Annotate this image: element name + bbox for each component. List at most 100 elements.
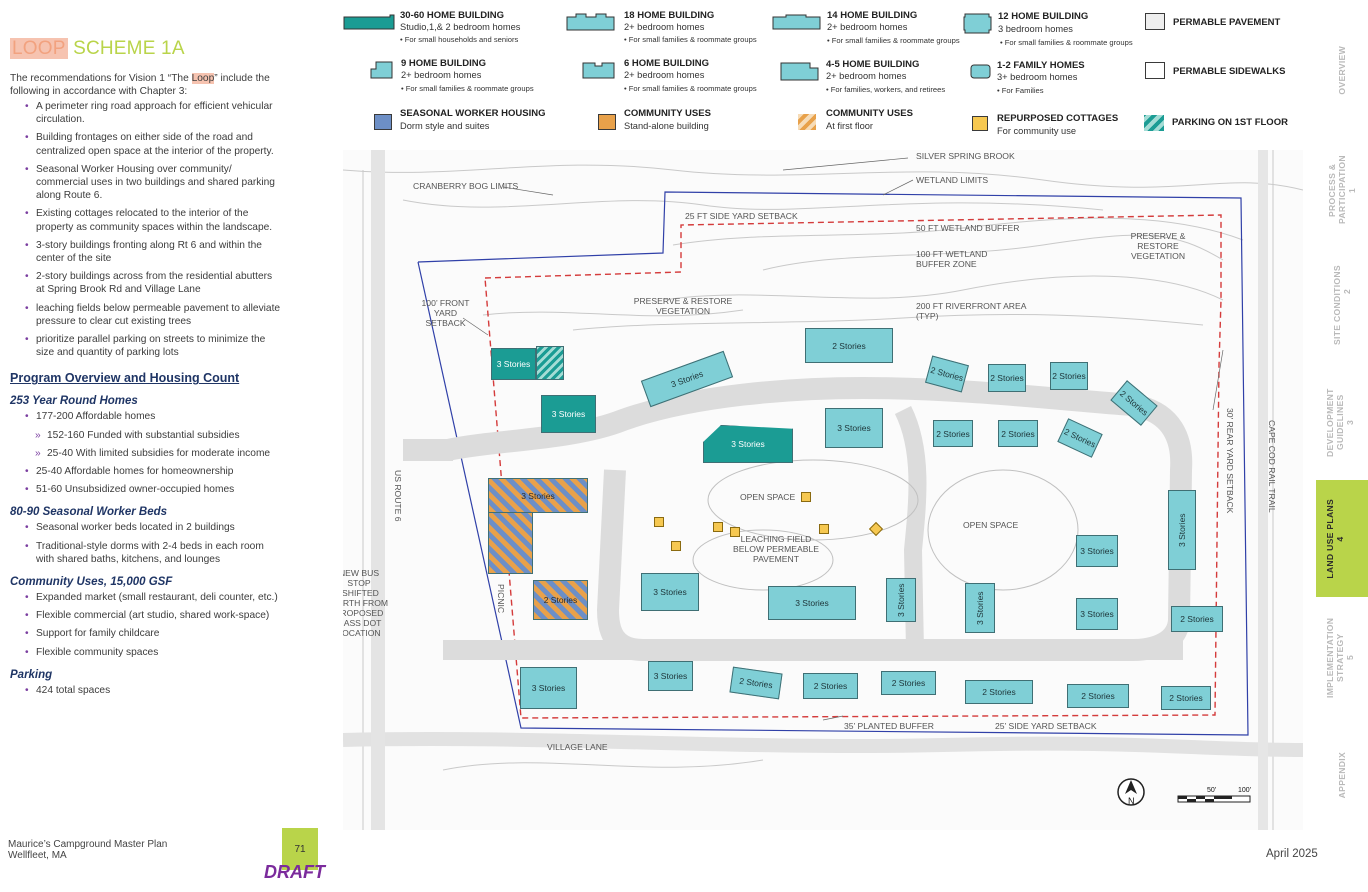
label-silver-spring-brook: SILVER SPRING BROOK <box>916 151 1015 161</box>
year-round-item: 25-40 With limited subsidies for moderat… <box>10 447 282 460</box>
label-leaching-field: LEACHING FIELD BELOW PERMEABLE PAVEMENT <box>733 534 819 564</box>
legend-18-sub: 2+ bedroom homes <box>624 22 705 32</box>
intro-paragraph: The recommendations for Vision 1 “The Lo… <box>10 72 282 98</box>
legend-9-swatch <box>370 61 393 79</box>
label-wetland-limits: WETLAND LIMITS <box>916 175 989 185</box>
legend-1-2-note: • For Families <box>997 86 1044 95</box>
recommendation-item: Existing cottages relocated to the inter… <box>10 207 282 233</box>
legend-12-swatch <box>963 13 992 34</box>
legend-community-first-swatch <box>798 114 816 130</box>
building-3-story-sw: 3 Stories <box>520 667 577 709</box>
legend-14-sub: 2+ bedroom homes <box>827 22 908 32</box>
label-side-setback-top: 25 FT SIDE YARD SETBACK <box>685 211 798 221</box>
tab-overview-label: OVERVIEW <box>1337 45 1347 95</box>
building-2-story-n1: 2 Stories <box>805 328 893 363</box>
label-wetland-100: 100 FT WETLAND BUFFER ZONE <box>916 249 988 269</box>
seasonal-item: Seasonal worker beds located in 2 buildi… <box>10 521 282 534</box>
tab-implementation-label: IMPLEMENTATION STRATEGY <box>1325 617 1345 698</box>
tab-process-label: PROCESS & PARTICIPATION <box>1327 155 1347 225</box>
year-round-item: 51-60 Unsubsidized owner-occupied homes <box>10 483 282 496</box>
legend-4-5-sub: 2+ bedroom homes <box>826 71 907 81</box>
building-3-story-nw: 3 Stories <box>491 348 536 380</box>
building-2-story-n4: 2 Stories <box>1050 362 1088 390</box>
legend-permeable-pavement-title: PERMABLE PAVEMENT <box>1173 17 1281 28</box>
tab-development-num: 3 <box>1345 419 1355 426</box>
recommendation-item: leaching fields below permeable pavement… <box>10 302 282 328</box>
label-rear-setback: 30’ REAR YARD SETBACK <box>1225 408 1235 514</box>
building-seasonal-wing <box>488 512 533 574</box>
legend-18-note: • For small families & roommate groups <box>624 35 757 44</box>
legend-6-title: 6 HOME BUILDING <box>624 58 709 69</box>
tab-site-label: SITE CONDITIONS <box>1332 265 1342 346</box>
label-wetland-buffer: 50 FT WETLAND BUFFER <box>916 223 1020 233</box>
intro-before: The recommendations for Vision 1 “The <box>10 73 192 84</box>
community-item: Expanded market (small restaurant, deli … <box>10 591 282 604</box>
building-2-story-c2: 2 Stories <box>998 420 1038 447</box>
tab-appendix-label: APPENDIX <box>1337 751 1347 799</box>
legend-30-60-note: • For small households and seniors <box>400 35 519 44</box>
scale-bar-icon <box>1177 795 1251 803</box>
building-3-story-s4: 3 Stories <box>965 583 995 633</box>
label-picnic: PICNIC <box>496 584 506 614</box>
recommendation-item: 2-story buildings across from the reside… <box>10 270 282 296</box>
label-bus-stop: NEW BUS STOP (SHIFTED NORTH FROM PROPOSE… <box>343 568 389 638</box>
legend-cottages-title: REPURPOSED COTTAGES <box>997 113 1119 124</box>
legend-community-first-title: COMMUNITY USES <box>826 108 913 119</box>
legend-1-2-title: 1-2 FAMILY HOMES <box>997 60 1085 71</box>
tab-site-num: 2 <box>1342 288 1352 295</box>
recommendation-item: A perimeter ring road approach for effic… <box>10 100 282 126</box>
legend-permeable-pavement-swatch <box>1145 13 1165 30</box>
legend-14-title: 14 HOME BUILDING <box>827 10 918 21</box>
legend-9-sub: 2+ bedroom homes <box>401 70 482 80</box>
legend-18-swatch <box>566 13 615 31</box>
building-3-story-nw-2: 3 Stories <box>541 395 596 433</box>
building-3-story-s5: 3 Stories <box>648 661 693 691</box>
footer-location: Wellfleet, MA <box>8 850 67 861</box>
legend-parking-title: PARKING ON 1ST FLOOR <box>1172 117 1288 128</box>
label-cranberry-bog: CRANBERRY BOG LIMITS <box>413 181 519 191</box>
legend-9-note: • For small families & roommate groups <box>401 84 534 93</box>
building-3-story-c1: 3 Stories <box>825 408 883 448</box>
legend-4-5-note: • For families, workers, and retirees <box>826 85 946 94</box>
legend-6-note: • For small families & roommate groups <box>624 84 757 93</box>
community-item: Flexible commercial (art studio, shared … <box>10 609 282 622</box>
building-3-story-s2: 3 Stories <box>768 586 856 620</box>
community-list: Expanded market (small restaurant, deli … <box>10 591 282 659</box>
legend-community-standalone-swatch <box>598 114 616 130</box>
recommendation-item: Seasonal Worker Housing over community/ … <box>10 163 282 203</box>
tab-appendix[interactable]: APPENDIX <box>1316 735 1368 815</box>
legend-6-sub: 2+ bedroom homes <box>624 70 705 80</box>
footer-plan-info: Maurice’s Campground Master Plan Wellfle… <box>8 839 167 861</box>
legend-community-standalone-title: COMMUNITY USES <box>624 108 711 119</box>
building-community-standalone: 2 Stories <box>533 580 588 620</box>
building-2-story-n3: 2 Stories <box>988 364 1026 392</box>
tab-land-use-num: 4 <box>1335 535 1345 542</box>
footer-plan-name: Maurice’s Campground Master Plan <box>8 839 168 850</box>
tab-site-conditions[interactable]: SITE CONDITIONS2 <box>1316 258 1368 353</box>
north-arrow-icon <box>1117 778 1145 806</box>
label-scale-100: 100’ <box>1238 787 1252 794</box>
title-highlight: LOOP <box>10 38 68 59</box>
recommendation-item: Building frontages on either side of the… <box>10 131 282 157</box>
seasonal-item: Traditional-style dorms with 2-4 beds in… <box>10 540 282 566</box>
legend-14-note: • For small families & roommate groups <box>827 36 960 45</box>
tab-overview[interactable]: OVERVIEW <box>1316 30 1368 110</box>
draft-label: DRAFT <box>264 862 325 882</box>
legend-4-5-swatch <box>780 62 819 81</box>
community-item: Support for family childcare <box>10 627 282 640</box>
title-rest: SCHEME 1A <box>67 38 185 59</box>
label-open-space-right: OPEN SPACE <box>963 520 1019 530</box>
label-side-setback-bottom: 25’ SIDE YARD SETBACK <box>995 721 1097 731</box>
seasonal-list: Seasonal worker beds located in 2 buildi… <box>10 521 282 566</box>
parking-first-floor-nw <box>536 346 564 380</box>
legend-6-swatch <box>582 62 615 79</box>
tab-development-label: DEVELOPMENT GUIDELINES <box>1325 388 1345 457</box>
legend-18-title: 18 HOME BUILDING <box>624 10 715 21</box>
legend-1-2-sub: 3+ bedroom homes <box>997 72 1078 82</box>
cottage-7 <box>671 541 681 551</box>
cottage-3 <box>713 522 723 532</box>
